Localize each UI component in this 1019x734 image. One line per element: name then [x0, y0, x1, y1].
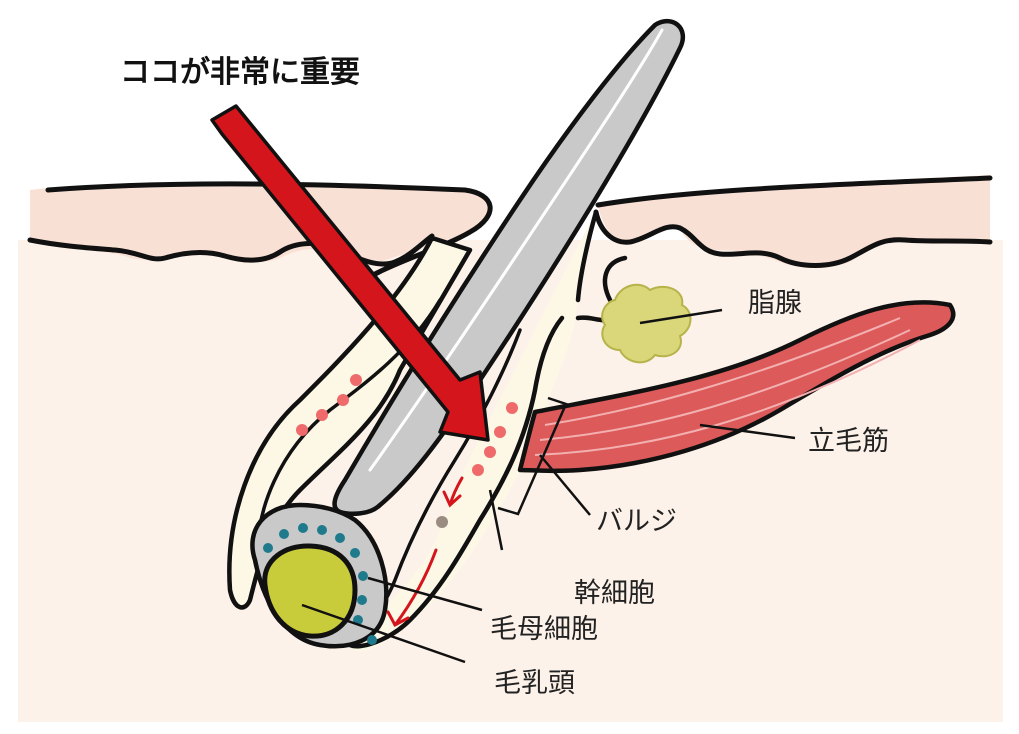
- epidermis-wave-right: [593, 209, 993, 268]
- follicle-wall-right: [347, 209, 599, 649]
- hair-highlight: [368, 28, 664, 472]
- label-sebaceous-gland: 脂腺: [748, 288, 802, 319]
- leader-lines: [301, 308, 796, 664]
- emphasis-title: ココが非常に重要: [120, 55, 360, 90]
- arrector-pili-muscle: [517, 300, 956, 474]
- matrix-cells: [263, 523, 377, 645]
- sebaceous-gland: [601, 283, 692, 364]
- label-dermal-papilla: 毛乳頭: [494, 668, 575, 699]
- stem-cell-marker: [436, 516, 448, 528]
- label-matrix-cell: 毛母細胞: [490, 614, 598, 645]
- dermal-papilla: [262, 543, 358, 639]
- label-arrector-pili: 立毛筋: [808, 426, 889, 457]
- epidermis-right: [598, 175, 990, 268]
- skin-surface-right: [595, 175, 993, 208]
- muscle-fibers: [534, 317, 921, 456]
- label-stem-cell: 幹細胞: [574, 578, 655, 609]
- emphasis-arrow: [210, 104, 490, 442]
- epidermis: [30, 182, 492, 270]
- label-bulge: バルジ: [596, 506, 677, 537]
- migration-arrow-upper: [442, 476, 464, 508]
- epidermis-wave-left: [27, 233, 435, 267]
- stem-cells: [296, 374, 518, 476]
